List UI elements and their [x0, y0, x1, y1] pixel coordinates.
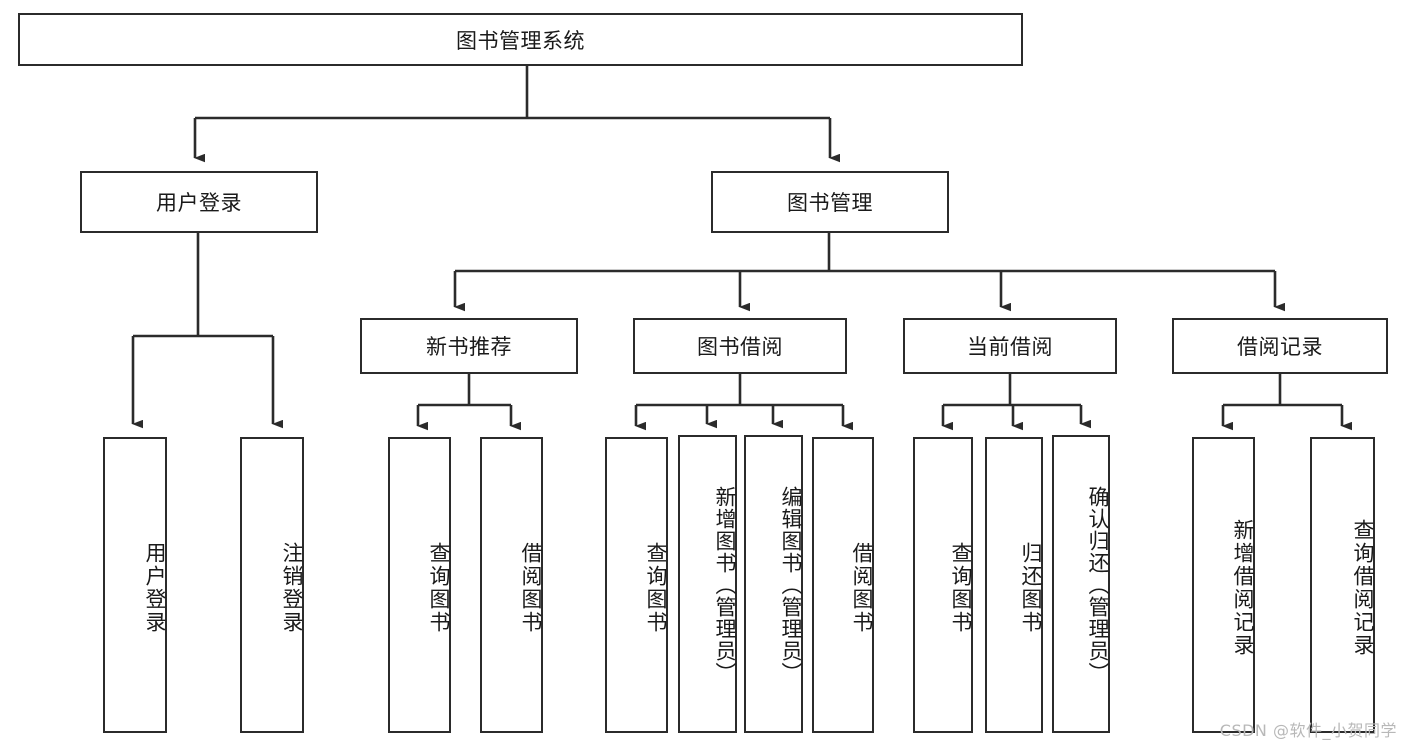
node-label: 图书管理系统 — [456, 28, 585, 53]
node-root-图书管理系统[interactable]: 图书管理系统 — [18, 13, 1023, 66]
node-label: 查询图书 — [427, 542, 451, 634]
node-current-borrow[interactable]: 当前借阅 — [903, 318, 1117, 374]
node-label: 新增借阅记录 — [1231, 519, 1255, 657]
leaf-query-book-2[interactable]: 查询图书 — [605, 437, 668, 733]
node-label: 用户登录 — [156, 191, 242, 215]
node-book-borrow[interactable]: 图书借阅 — [633, 318, 847, 374]
node-label: 当前借阅 — [967, 335, 1053, 359]
node-borrow-record[interactable]: 借阅记录 — [1172, 318, 1388, 374]
node-label: 新书推荐 — [426, 335, 512, 359]
node-label: 借阅图书 — [519, 542, 543, 634]
node-label: 编辑图书（管理员） — [779, 486, 803, 684]
leaf-query-book-1[interactable]: 查询图书 — [388, 437, 451, 733]
node-label: 图书借阅 — [697, 335, 783, 359]
node-label: 查询借阅记录 — [1351, 519, 1375, 657]
leaf-user-login[interactable]: 用户登录 — [103, 437, 167, 733]
node-label: 借阅图书 — [850, 542, 874, 634]
node-user-login[interactable]: 用户登录 — [80, 171, 318, 233]
leaf-add-book[interactable]: 新增图书（管理员） — [678, 435, 737, 733]
node-book-management[interactable]: 图书管理 — [711, 171, 949, 233]
csdn-watermark: CSDN @软件_小贺同学 — [1219, 721, 1397, 740]
leaf-return-book[interactable]: 归还图书 — [985, 437, 1043, 733]
node-label: 用户登录 — [143, 542, 167, 634]
node-label: 确认归还（管理员） — [1086, 486, 1110, 684]
node-label: 注销登录 — [280, 542, 304, 634]
leaf-edit-book[interactable]: 编辑图书（管理员） — [744, 435, 803, 733]
leaf-query-record[interactable]: 查询借阅记录 — [1310, 437, 1375, 733]
node-label: 图书管理 — [787, 191, 873, 215]
node-label: 借阅记录 — [1237, 335, 1323, 359]
leaf-query-book-3[interactable]: 查询图书 — [913, 437, 973, 733]
leaf-borrow-book-1[interactable]: 借阅图书 — [480, 437, 543, 733]
leaf-confirm-return[interactable]: 确认归还（管理员） — [1052, 435, 1110, 733]
node-label: 新增图书（管理员） — [713, 486, 737, 684]
node-label: 查询图书 — [644, 542, 668, 634]
node-label: 查询图书 — [949, 542, 973, 634]
leaf-add-record[interactable]: 新增借阅记录 — [1192, 437, 1255, 733]
node-label: 归还图书 — [1019, 542, 1043, 634]
leaf-user-logout[interactable]: 注销登录 — [240, 437, 304, 733]
leaf-borrow-book-2[interactable]: 借阅图书 — [812, 437, 874, 733]
node-new-book-recommend[interactable]: 新书推荐 — [360, 318, 578, 374]
